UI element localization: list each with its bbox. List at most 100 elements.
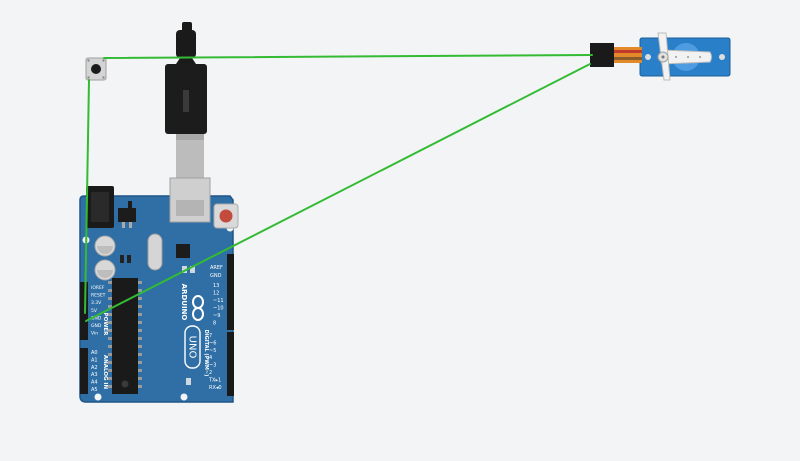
digital-pin-label: ~6 bbox=[209, 340, 216, 346]
power-pin-label: IOREF bbox=[91, 285, 105, 291]
chip-pin bbox=[108, 281, 112, 284]
digital-pin-label: ~9 bbox=[213, 313, 220, 319]
reset-button[interactable] bbox=[213, 203, 239, 229]
uno-badge: UNO bbox=[184, 325, 201, 369]
digital-pin-label: RX◂0 bbox=[209, 385, 222, 391]
chip-pin bbox=[108, 297, 112, 300]
usb-cable-body bbox=[176, 58, 196, 64]
smd-component bbox=[127, 255, 131, 263]
wires bbox=[84, 54, 593, 322]
chip-pin bbox=[138, 281, 142, 284]
push-button[interactable] bbox=[85, 57, 107, 81]
chip-pin bbox=[108, 313, 112, 316]
power-pin-label: Vin bbox=[91, 331, 98, 337]
digital-pin-label: 2 bbox=[209, 370, 212, 376]
digital-pin-label: 13 bbox=[213, 283, 219, 289]
chip-pin bbox=[108, 385, 112, 388]
servo-cable-red bbox=[612, 50, 642, 53]
button-leg-dot bbox=[102, 76, 105, 79]
usb-plug-metal bbox=[176, 134, 204, 178]
wire-button-to-servo[interactable] bbox=[103, 54, 593, 59]
servo-connector bbox=[590, 43, 614, 67]
servo-cable bbox=[612, 47, 642, 63]
chip-pin bbox=[138, 305, 142, 308]
chip-pin bbox=[138, 321, 142, 324]
mount-hole bbox=[180, 393, 188, 401]
crystal-oscillator bbox=[147, 233, 163, 271]
button-leg-dot bbox=[102, 59, 105, 62]
servo-mount-hole bbox=[719, 54, 725, 60]
digital-pin-label: ~3 bbox=[209, 363, 216, 369]
power-group-label: POWER bbox=[102, 313, 108, 337]
usb-interface-chip bbox=[176, 244, 190, 258]
chip-pin bbox=[138, 353, 142, 356]
led bbox=[182, 266, 187, 273]
chip-pin bbox=[138, 289, 142, 292]
usb-cable-strain-relief bbox=[182, 22, 192, 32]
chip-pin bbox=[138, 313, 142, 316]
infinity-icon bbox=[192, 295, 204, 321]
arduino-logo: ARDUINO UNO bbox=[180, 284, 204, 369]
digital-pin-label: TX▸1 bbox=[208, 377, 221, 383]
chip-pin bbox=[138, 345, 142, 348]
chip-pin bbox=[108, 361, 112, 364]
regulator-tab bbox=[128, 201, 132, 208]
analog-pin-label: A3 bbox=[91, 372, 98, 378]
regulator-leg bbox=[122, 222, 125, 228]
digital-group-label: DIGITAL (PWM~) bbox=[203, 330, 209, 377]
chip-pin bbox=[108, 289, 112, 292]
chip-pins-left bbox=[108, 281, 112, 388]
chip-pin bbox=[138, 377, 142, 380]
servo-mount-hole bbox=[645, 54, 651, 60]
usb-plug-metal-shade bbox=[176, 134, 204, 140]
power-header bbox=[80, 282, 88, 340]
regulator-leg bbox=[129, 222, 132, 228]
chip-pin bbox=[138, 329, 142, 332]
arduino-logo-text: ARDUINO bbox=[180, 284, 188, 321]
mount-hole bbox=[94, 393, 102, 401]
led bbox=[190, 266, 195, 273]
servo-horn[interactable] bbox=[657, 32, 712, 81]
chip-pin bbox=[138, 337, 142, 340]
dc-jack-inner bbox=[91, 192, 109, 222]
digital-pin-label: 4 bbox=[209, 355, 212, 361]
power-pin-label: 3.3V bbox=[91, 300, 102, 306]
chip-pins-right bbox=[138, 281, 142, 388]
analog-header bbox=[80, 348, 88, 394]
digital-pin-label: ~10 bbox=[213, 306, 224, 312]
usb-plug-detail bbox=[183, 90, 189, 112]
digital-header-top bbox=[227, 254, 234, 330]
analog-pin-label: A1 bbox=[91, 357, 98, 363]
analog-pin-label: A2 bbox=[91, 365, 98, 371]
chip-pin bbox=[138, 297, 142, 300]
capacitor-shade bbox=[97, 270, 113, 278]
uno-text: UNO bbox=[187, 336, 198, 359]
power-pin-label: GND bbox=[91, 315, 102, 321]
analog-group-label: ANALOG IN bbox=[102, 355, 108, 390]
button-leg-dot bbox=[87, 59, 90, 62]
chip-pin bbox=[108, 321, 112, 324]
chip-pin bbox=[108, 329, 112, 332]
power-pin-label: 5V bbox=[91, 308, 98, 314]
chip-pin bbox=[138, 361, 142, 364]
usb-cable-tip bbox=[176, 30, 196, 58]
capacitor-shade bbox=[97, 246, 113, 254]
wire-button-to-5v[interactable] bbox=[84, 79, 90, 314]
usb-cable[interactable] bbox=[165, 22, 207, 178]
analog-pin-label: A0 bbox=[91, 350, 98, 356]
voltage-regulator bbox=[118, 208, 136, 222]
wire-servo-to-gnd[interactable] bbox=[85, 63, 591, 322]
button-leg-dot bbox=[87, 76, 90, 79]
gnd-label: GND bbox=[210, 273, 222, 279]
digital-pin-label: ~5 bbox=[209, 348, 216, 354]
digital-pin-label: 12 bbox=[213, 291, 219, 297]
analog-pin-label: A4 bbox=[91, 380, 98, 386]
aref-label: AREF bbox=[210, 265, 223, 271]
servo-motor[interactable] bbox=[590, 32, 731, 81]
smd-component bbox=[120, 255, 124, 263]
